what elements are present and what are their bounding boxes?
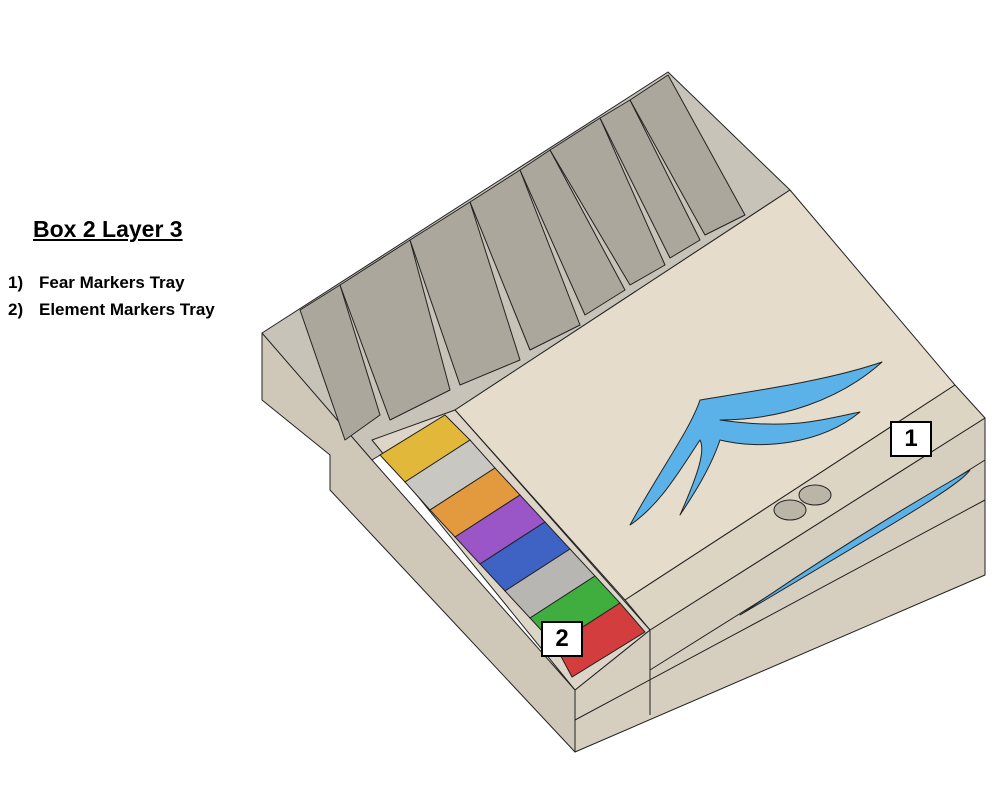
element-trays <box>379 414 646 678</box>
tray-red <box>554 602 646 678</box>
wing-emblem <box>629 361 883 526</box>
legend: 1) Fear Markers Tray 2) Element Markers Tr… <box>8 269 215 323</box>
legend-item: 2) Element Markers Tray <box>8 296 215 323</box>
legend-number: 1) <box>8 273 24 292</box>
legend-label: Fear Markers Tray <box>39 273 185 292</box>
legend-number: 2) <box>8 300 24 319</box>
callout-1: 1 <box>890 421 932 457</box>
legend-label: Element Markers Tray <box>39 300 215 319</box>
spear-emblem <box>739 469 971 616</box>
diagram-title: Box 2 Layer 3 <box>33 216 183 242</box>
callout-2: 2 <box>541 621 583 657</box>
legend-item: 1) Fear Markers Tray <box>8 269 215 296</box>
